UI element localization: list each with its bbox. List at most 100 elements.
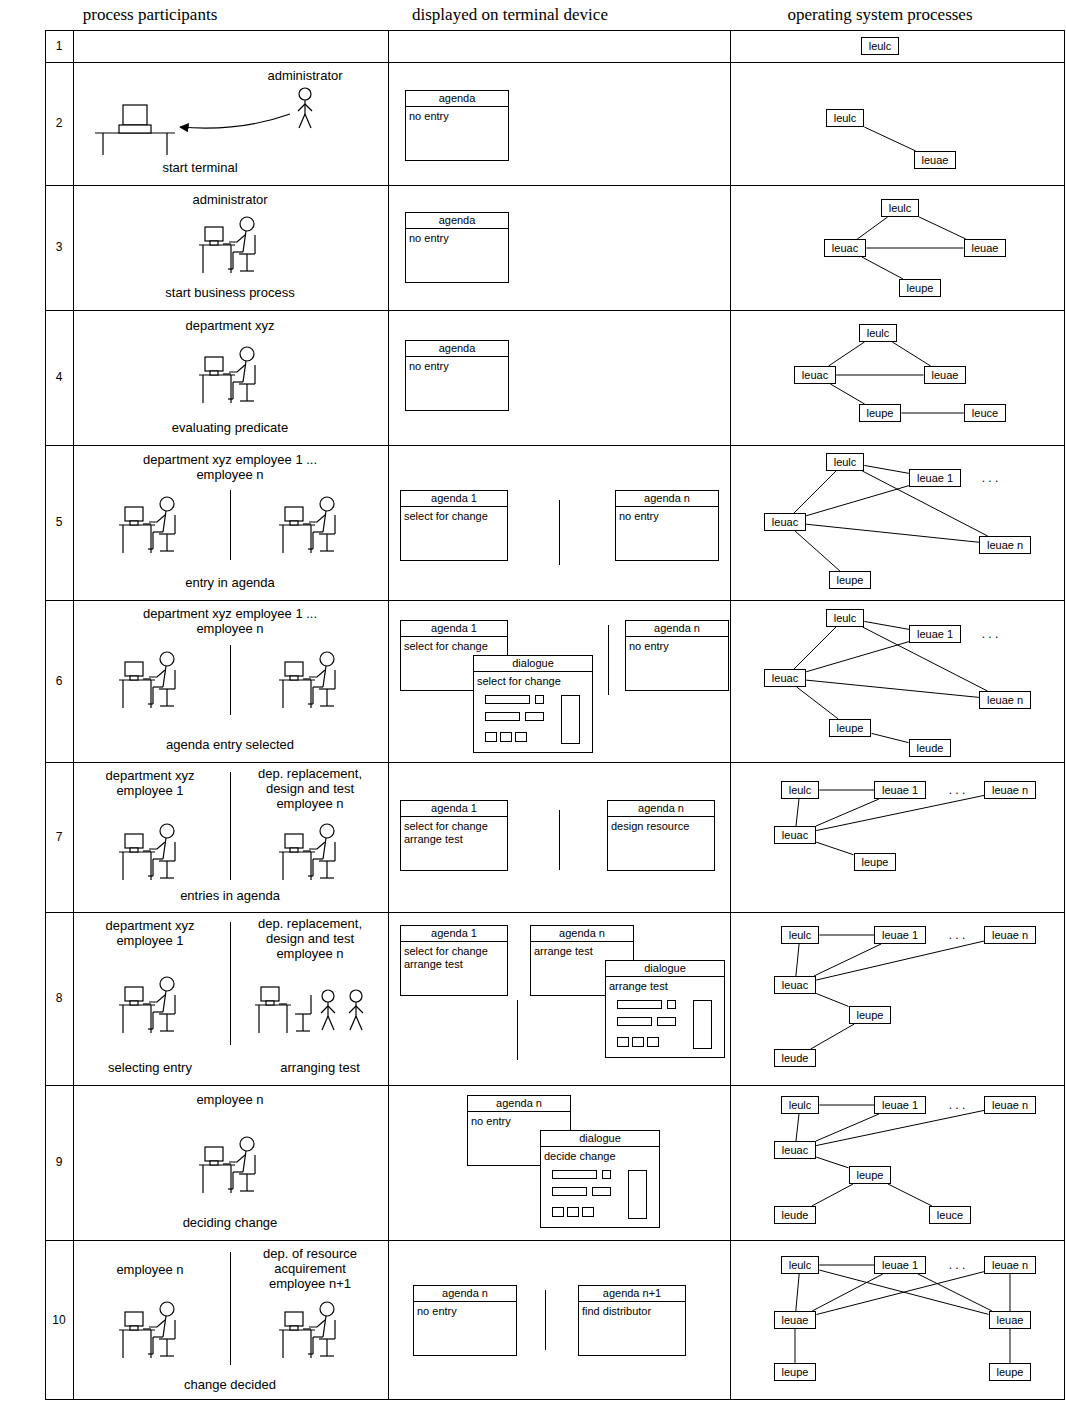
person-at-desk xyxy=(199,217,255,273)
connector-line xyxy=(828,342,864,366)
dialogue-widgets xyxy=(568,1208,579,1217)
ellipsis-mark: . . . xyxy=(949,1258,966,1273)
window-title: agenda n xyxy=(468,1096,570,1112)
process-box: leuac xyxy=(774,1141,816,1159)
connector-line xyxy=(796,1114,799,1141)
process-box: leuae n xyxy=(979,536,1031,554)
connector-line xyxy=(795,531,840,571)
process-name: leulc xyxy=(867,326,890,340)
connector-line xyxy=(814,944,881,976)
participant-label: entries in agenda xyxy=(180,888,280,903)
participant-label: dep. of resource acquirement employee n+… xyxy=(250,1246,370,1291)
start-arrow xyxy=(180,114,290,128)
table-grid xyxy=(388,30,389,1400)
separator-lines xyxy=(230,922,231,1045)
process-name: leulc xyxy=(869,39,892,53)
dialogue-widgets xyxy=(553,1171,597,1179)
column-header: operating system processes xyxy=(787,5,972,25)
process-name: leuae n xyxy=(992,928,1028,942)
participant-label: administrator xyxy=(192,192,267,207)
process-box: leuae xyxy=(924,366,967,384)
process-name: leuae n xyxy=(987,538,1023,552)
separator-lines xyxy=(230,772,231,880)
separator-lines xyxy=(230,645,231,715)
connector-line xyxy=(816,993,848,1006)
process-name: leupe xyxy=(837,721,864,735)
connector-line xyxy=(866,248,963,249)
window-text: decide change xyxy=(541,1147,659,1165)
connector-line xyxy=(797,687,839,719)
dialogue-widgets xyxy=(486,696,530,704)
connector-line xyxy=(864,465,909,473)
participant-label: dep. replacement, design and test employ… xyxy=(243,916,378,961)
table-grid xyxy=(46,31,1065,1400)
connector-line xyxy=(819,1105,874,1106)
process-name: leuae 1 xyxy=(882,783,918,797)
ellipsis-mark: . . . xyxy=(949,1098,966,1113)
person-at-desk xyxy=(279,497,335,553)
dialogue-widgets xyxy=(477,692,589,748)
participant-label: agenda entry selected xyxy=(166,737,294,752)
agenda-window: agenda 1select for change arrange test xyxy=(400,800,508,871)
ellipsis-mark: . . . xyxy=(982,627,999,642)
participant-label: entry in agenda xyxy=(185,575,275,590)
ellipsis-mark: . . . xyxy=(949,783,966,798)
process-box: leulc xyxy=(826,453,865,471)
participant-label: employee n xyxy=(196,1092,263,1107)
table-grid xyxy=(45,762,1065,763)
process-name: leulc xyxy=(889,201,912,215)
window-title: agenda 1 xyxy=(401,491,507,507)
process-box: leuae xyxy=(914,151,957,169)
connector-line xyxy=(816,1110,984,1145)
process-box: leuae 1 xyxy=(909,625,961,643)
window-title: agenda n xyxy=(608,801,714,817)
dialogue-widgets xyxy=(618,1001,662,1009)
person-at-desk xyxy=(119,824,175,880)
process-box: leupe xyxy=(849,1166,892,1184)
process-box: leuac xyxy=(824,239,866,257)
process-name: leuac xyxy=(772,515,798,529)
dialogue-widgets xyxy=(526,713,544,721)
process-name: leuce xyxy=(972,406,998,420)
process-box: leupe xyxy=(854,853,897,871)
window-title: agenda n xyxy=(414,1286,516,1302)
window-text: design resource xyxy=(608,817,714,870)
process-box: leuae n xyxy=(979,691,1031,709)
process-name: leuce xyxy=(937,1208,963,1222)
process-box: leulc xyxy=(826,609,865,627)
process-name: leuae 1 xyxy=(882,1098,918,1112)
connector-line xyxy=(871,733,908,742)
separator-lines xyxy=(545,1290,546,1350)
connector-line xyxy=(862,257,903,279)
process-box: leupe xyxy=(829,719,872,737)
connector-line xyxy=(796,1274,799,1311)
process-name: leuae xyxy=(997,1313,1024,1327)
process-name: leupe xyxy=(857,1008,884,1022)
process-name: leuac xyxy=(782,828,808,842)
process-box: leulc xyxy=(781,1256,820,1274)
table-grid xyxy=(45,600,1065,601)
process-box: leupe xyxy=(829,571,872,589)
separator-lines xyxy=(559,500,560,565)
column-header: process participants xyxy=(83,5,218,25)
process-name: leuae 1 xyxy=(917,471,953,485)
row-number: 9 xyxy=(56,1155,63,1170)
person-at-desk xyxy=(279,1302,335,1358)
process-name: leupe xyxy=(782,1365,809,1379)
row-number: 4 xyxy=(56,370,63,385)
process-box: leude xyxy=(774,1206,817,1224)
dialogue-window: dialoguedecide change xyxy=(540,1130,660,1228)
agenda-window: agenda 1select for change xyxy=(400,490,508,561)
connector-line xyxy=(919,217,966,239)
process-name: leulc xyxy=(789,928,812,942)
window-title: agenda xyxy=(406,91,508,107)
process-box: leuae 1 xyxy=(874,926,926,944)
dialogue-widgets xyxy=(648,1038,659,1047)
participant-label: evaluating predicate xyxy=(172,420,288,435)
empty-desk xyxy=(255,987,291,1033)
agenda-window: agenda nno entry xyxy=(625,620,729,691)
connector-line xyxy=(864,127,915,151)
participant-label: department xyz employee 1 xyxy=(95,768,205,798)
dialogue-widgets xyxy=(618,1001,712,1049)
process-name: leupe xyxy=(857,1168,884,1182)
